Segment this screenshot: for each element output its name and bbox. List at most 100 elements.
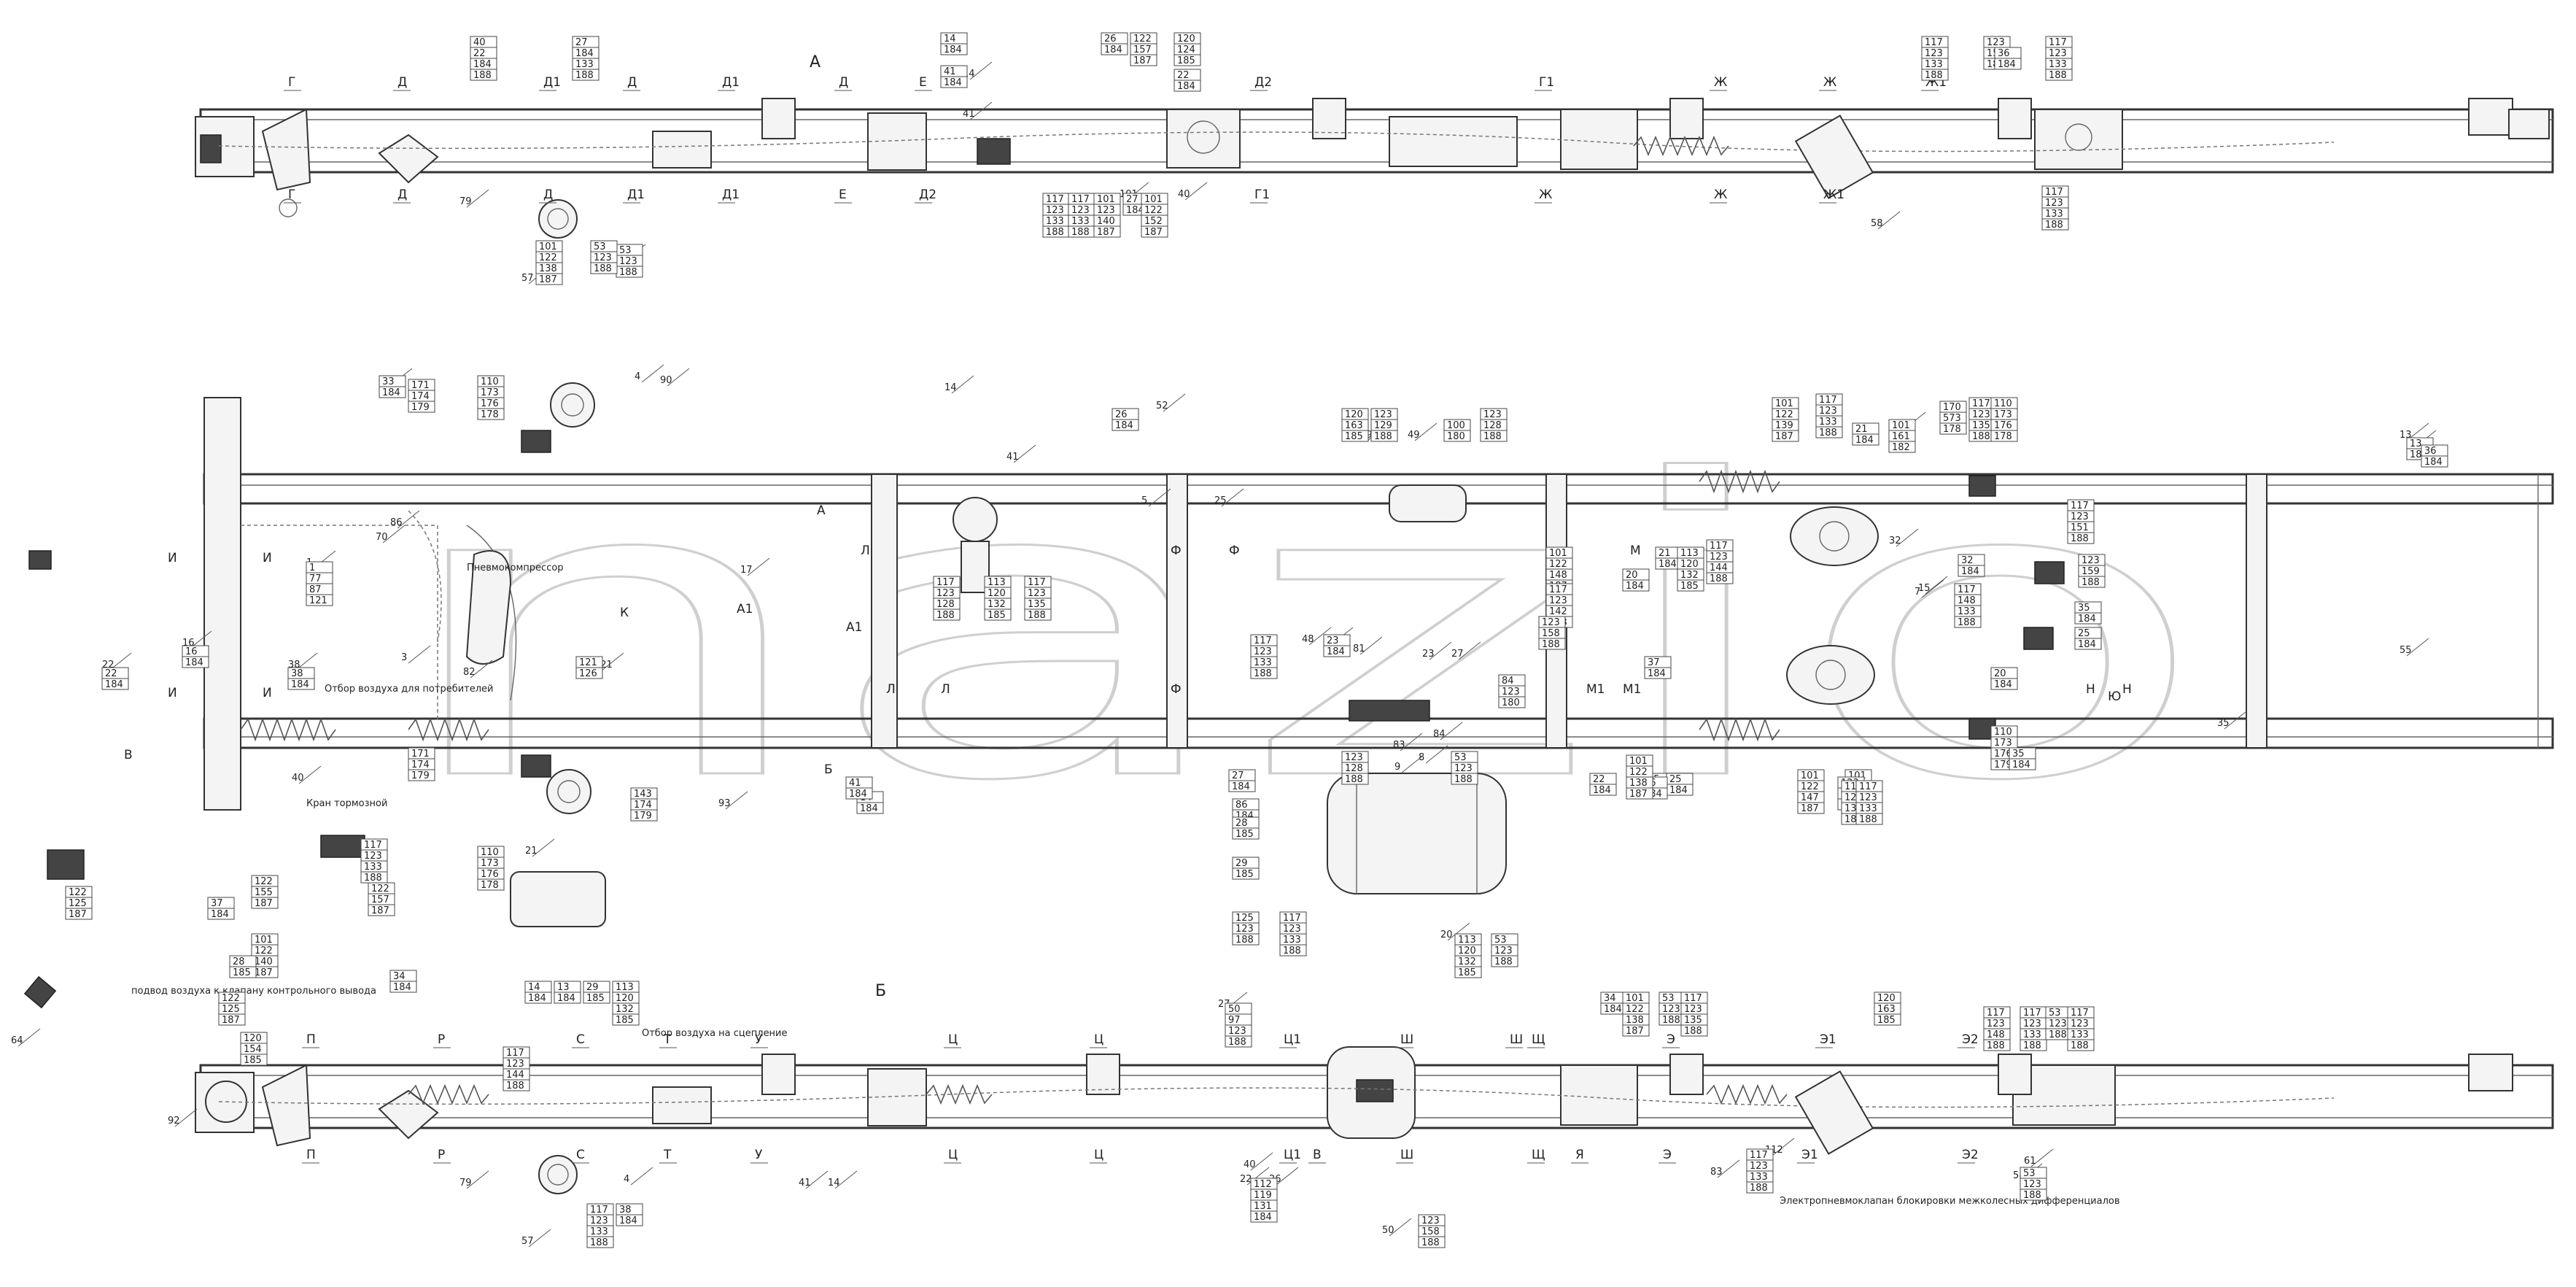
part-stack-cell: 188 xyxy=(1254,668,1272,679)
part-stack-cell: 188 xyxy=(2045,220,2063,231)
part-stack-cell: 84 xyxy=(1502,676,1514,687)
part-stack-cell-box xyxy=(477,878,505,891)
part-stack-cell-box xyxy=(984,608,1012,621)
bottom-label: 41 xyxy=(799,1178,811,1189)
bottom-leader xyxy=(466,1170,489,1189)
part-stack-cell: 133 xyxy=(1958,606,1976,617)
mid-label: 81 xyxy=(1353,644,1365,654)
part-stack-cell-box xyxy=(1680,1024,1708,1037)
part-stack-cell: 122 xyxy=(255,946,273,956)
bottom-mark: Ш xyxy=(1510,1032,1523,1047)
bottom-lower-mark: Щ xyxy=(1532,1148,1545,1162)
part-stack-cell-box xyxy=(616,1214,643,1226)
part-stack-cell: 117 xyxy=(506,1048,524,1059)
top-mark: Д xyxy=(397,75,407,90)
mid-leader xyxy=(2406,638,2429,657)
part-stack-cell: 176 xyxy=(1994,420,2012,431)
top-mark: Д2 xyxy=(1254,75,1272,90)
part-stack-cell: 123 xyxy=(2071,511,2089,522)
part-stack-cell: 173 xyxy=(1994,738,2012,749)
mid-label: 32 xyxy=(1889,536,1901,546)
mid-leader xyxy=(2224,711,2247,730)
bottom-lower-mark: Т xyxy=(663,1148,672,1162)
part-stack-cell-box xyxy=(1228,780,1256,792)
part-stack-cell: 133 xyxy=(2023,1029,2041,1040)
part-stack-cell: 184 xyxy=(105,679,123,690)
part-stack-cell: 188 xyxy=(1283,946,1301,956)
mid-leader xyxy=(1163,393,1186,412)
part-stack-cell: 112 xyxy=(1254,1179,1272,1190)
part-stack-cell: 184 xyxy=(1855,435,1874,446)
bottom-lower-mark: Ш xyxy=(1400,1148,1413,1162)
part-stack-cell: 184 xyxy=(291,679,309,690)
part-stack-cell: 147 xyxy=(1801,792,1819,803)
top-mark: Г1 xyxy=(1539,75,1554,90)
part-stack-cell: 27 xyxy=(1126,194,1138,205)
part-stack-cell: 188 xyxy=(1750,1183,1768,1194)
part-stack-cell: 123 xyxy=(1454,763,1473,774)
part-stack-cell: 77 xyxy=(309,573,322,584)
part-stack-cell: 128 xyxy=(936,599,955,610)
top-leader xyxy=(969,61,993,80)
part-stack-cell: 163 xyxy=(1345,420,1363,431)
part-stack-cell-box xyxy=(1538,638,1566,650)
part-stack-cell: 184 xyxy=(1648,668,1666,679)
bottom-label: 92 xyxy=(168,1116,180,1126)
part-stack-cell: 22 xyxy=(105,668,117,679)
part-stack-cell: 113 xyxy=(616,982,634,993)
part-stack-cell: 188 xyxy=(1421,1237,1440,1248)
part-stack-cell: 27 xyxy=(575,37,588,48)
part-stack-cell-box xyxy=(1939,422,1967,435)
bottom-lower-mark: Ц xyxy=(1094,1148,1103,1162)
mid-mark: Б xyxy=(824,762,833,777)
mid-label: 9 xyxy=(1394,762,1400,773)
part-stack-cell: 123 xyxy=(1046,205,1064,216)
part-stack-cell: 187 xyxy=(69,909,87,920)
part-stack-cell: 184 xyxy=(1115,420,1133,431)
part-stack-cell: 117 xyxy=(1859,781,1877,792)
part-stack-cell: 188 xyxy=(2049,1029,2067,1040)
part-stack-cell: 126 xyxy=(579,668,597,679)
part-stack-cell: 131 xyxy=(1254,1201,1272,1212)
part-stack-cell: 123 xyxy=(1542,617,1560,628)
mid-label: 83 xyxy=(1393,740,1405,751)
part-stack-cell: 123 xyxy=(1374,409,1392,420)
part-stack-cell: 117 xyxy=(1046,194,1064,205)
part-stack-cell: 110 xyxy=(1994,727,2012,738)
part-stack-cell: 185 xyxy=(586,993,605,1004)
part-stack-cell: 117 xyxy=(936,577,955,588)
part-stack-cell: 152 xyxy=(1144,216,1163,227)
part-stack-cell: 120 xyxy=(1458,946,1476,956)
part-stack-cell: 133 xyxy=(2071,1029,2089,1040)
bottom-label: 57 xyxy=(521,1236,534,1247)
part-stack-cell: 87 xyxy=(309,584,322,595)
part-stack-cell-box xyxy=(1852,433,1879,446)
part-stack-cell: 117 xyxy=(2045,187,2063,198)
top-lower-mark: Ж1 xyxy=(1823,188,1844,202)
part-stack-cell: 174 xyxy=(634,800,652,811)
part-stack-cell-box xyxy=(2020,1189,2047,1201)
part-stack-cell: 184 xyxy=(1126,205,1144,216)
part-stack-cell: 179 xyxy=(411,770,430,781)
part-stack-cell: 140 xyxy=(1097,216,1115,227)
part-stack-cell: 178 xyxy=(1943,424,1961,435)
part-stack-cell-box xyxy=(503,1079,530,1091)
part-stack-cell: 125 xyxy=(69,898,87,909)
part-stack-cell: 185 xyxy=(1877,1015,1896,1026)
part-stack-cell: 20 xyxy=(1626,570,1638,581)
